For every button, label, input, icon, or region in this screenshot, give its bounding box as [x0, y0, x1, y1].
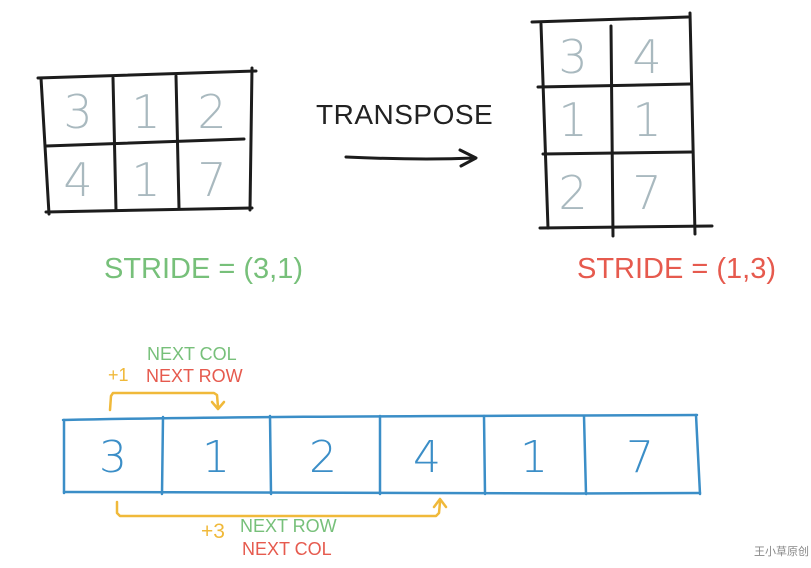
left-matrix-cell: 1: [131, 153, 160, 207]
left-matrix-cell: 2: [197, 85, 226, 139]
right-matrix-cell: 4: [632, 30, 661, 84]
right-matrix-grid: [530, 11, 714, 238]
memory-cell: 7: [626, 432, 654, 483]
right-matrix-cell: 1: [558, 93, 587, 147]
top-next-col-label: NEXT COL: [147, 344, 237, 364]
left-matrix-cell: 1: [131, 85, 160, 139]
left-matrix-grid: [36, 66, 258, 216]
left-matrix-cell: 3: [63, 85, 92, 139]
right-matrix-cell: 7: [632, 166, 661, 220]
plus1-bracket: [108, 391, 226, 412]
right-matrix-cell: 2: [558, 166, 587, 220]
right-matrix-cell: 3: [558, 30, 587, 84]
memory-cell: 1: [520, 432, 548, 483]
memory-digits: 3 1 2 4 1 7: [99, 432, 654, 483]
transpose-arrow: [344, 148, 478, 168]
transpose-label: TRANSPOSE: [316, 99, 494, 130]
watermark: 王小草原创: [754, 545, 809, 558]
bottom-step-label: +3: [201, 520, 225, 543]
memory-strip: [61, 413, 702, 496]
memory-cell: 2: [309, 432, 337, 483]
memory-cell: 1: [202, 432, 230, 483]
memory-cell: 3: [99, 432, 127, 483]
left-matrix-cell: 7: [197, 153, 226, 207]
bottom-next-col-label: NEXT COL: [242, 539, 332, 559]
left-matrix-cell: 4: [63, 153, 92, 207]
plus3-bracket: [115, 497, 448, 518]
stride-right-label: STRIDE = (1,3): [577, 253, 777, 285]
top-next-row-label: NEXT ROW: [146, 366, 243, 386]
bottom-next-row-label: NEXT ROW: [240, 516, 337, 536]
right-matrix-cell: 1: [632, 93, 661, 147]
stride-left-label: STRIDE = (3,1): [104, 253, 304, 285]
memory-cell: 4: [413, 432, 441, 483]
top-step-label: +1: [108, 365, 129, 385]
